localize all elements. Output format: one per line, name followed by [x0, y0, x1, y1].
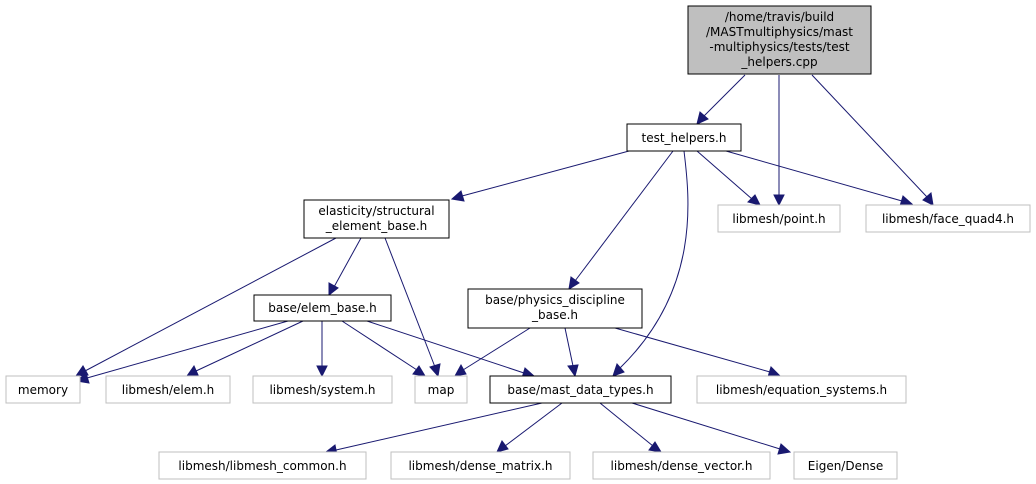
- root-file-node[interactable]: /home/travis/build /MASTmultiphysics/mas…: [687, 5, 872, 75]
- edge-arrowhead: [429, 363, 441, 378]
- edge-root-to-test-helpers: [703, 74, 746, 117]
- edge-elem-base-to-mast-data-types: [366, 320, 525, 374]
- node-structural-element-base-h[interactable]: elasticity/structural _element_base.h: [303, 199, 450, 239]
- edge-mast-data-types-to-dense-vector: [599, 402, 654, 447]
- edge-test-helpers-to-face-quad4: [725, 150, 903, 202]
- edge-arrowhead: [568, 276, 580, 290]
- node-test-helpers-h[interactable]: test_helpers.h: [626, 123, 742, 152]
- node-label: libmesh/face_quad4.h: [882, 212, 1014, 226]
- edge-elem-base-to-map: [341, 320, 418, 371]
- node-memory[interactable]: memory: [5, 375, 81, 404]
- edge-arrowhead: [773, 194, 785, 207]
- edge-elem-base-to-memory: [86, 320, 289, 379]
- edge-structural-element-base-to-elem-base: [333, 237, 362, 288]
- node-physics-discipline-base-h[interactable]: base/physics_discipline _base.h: [467, 288, 643, 329]
- node-label: map: [428, 383, 455, 397]
- node-label: libmesh/point.h: [732, 212, 825, 226]
- edge-structural-element-base-to-memory: [84, 237, 337, 372]
- node-libmesh-elem-h[interactable]: libmesh/elem.h: [105, 375, 231, 404]
- edge-arrowhead: [747, 194, 761, 206]
- node-label-line: _helpers.cpp: [740, 55, 817, 69]
- node-label: memory: [18, 383, 68, 397]
- node-libmesh-dense-matrix-h[interactable]: libmesh/dense_matrix.h: [390, 451, 571, 480]
- edge-test-helpers-to-point: [696, 150, 753, 200]
- edge-arrowhead: [328, 282, 339, 297]
- edge-test-helpers-to-mast-data-types: [619, 150, 689, 369]
- node-libmesh-point-h[interactable]: libmesh/point.h: [717, 204, 841, 233]
- edge-arrowhead: [316, 365, 328, 378]
- node-label: libmesh/dense_matrix.h: [408, 459, 552, 473]
- edge-arrowhead: [567, 364, 579, 378]
- node-label-line: /MASTmultiphysics/mast: [706, 25, 853, 39]
- edge-arrowhead: [454, 363, 467, 377]
- node-label: base/mast_data_types.h: [507, 383, 653, 397]
- node-libmesh-equation-systems-h[interactable]: libmesh/equation_systems.h: [696, 375, 907, 404]
- node-map[interactable]: map: [414, 375, 468, 404]
- node-label: libmesh/libmesh_common.h: [178, 459, 346, 473]
- node-libmesh-libmesh-common-h[interactable]: libmesh/libmesh_common.h: [158, 451, 367, 480]
- edge-arrowhead: [496, 440, 509, 453]
- edge-physics-discipline-base-to-mast-data-types: [564, 327, 574, 367]
- node-label-line: /home/travis/build: [725, 10, 834, 24]
- node-mast-data-types-h[interactable]: base/mast_data_types.h: [489, 375, 672, 404]
- node-label: libmesh/system.h: [269, 383, 375, 397]
- node-libmesh-face-quad4-h[interactable]: libmesh/face_quad4.h: [865, 204, 1031, 233]
- node-libmesh-system-h[interactable]: libmesh/system.h: [252, 375, 393, 404]
- edge-arrowhead: [412, 365, 426, 377]
- node-label: Eigen/Dense: [808, 459, 883, 473]
- edge-test-helpers-to-structural-element-base: [461, 150, 630, 197]
- edge-arrowhead: [612, 363, 625, 377]
- node-label: libmesh/equation_systems.h: [716, 383, 887, 397]
- edge-arrowhead: [777, 443, 792, 455]
- edge-elem-base-to-libmesh-elem: [195, 320, 304, 372]
- edge-mast-data-types-to-libmesh-common: [335, 402, 543, 451]
- node-label: test_helpers.h: [642, 131, 727, 145]
- node-label-line: elasticity/structural: [318, 204, 434, 218]
- edge-mast-data-types-to-dense-matrix: [504, 402, 563, 447]
- node-label-line: _element_base.h: [325, 219, 428, 233]
- edge-mast-data-types-to-eigen-dense: [631, 402, 781, 450]
- edge-arrowhead: [922, 192, 934, 206]
- node-label: base/elem_base.h: [268, 301, 376, 315]
- node-label-line: base/physics_discipline: [485, 293, 625, 307]
- node-label: libmesh/elem.h: [122, 383, 214, 397]
- node-elem-base-h[interactable]: base/elem_base.h: [253, 294, 392, 322]
- node-eigen-dense[interactable]: Eigen/Dense: [793, 451, 898, 480]
- edges: [74, 74, 934, 456]
- nodes: /home/travis/build /MASTmultiphysics/mas…: [5, 5, 1031, 480]
- edge-physics-discipline-base-to-equation-systems: [614, 327, 771, 373]
- edge-arrowhead: [696, 111, 709, 125]
- node-label: libmesh/dense_vector.h: [611, 459, 753, 473]
- edge-physics-discipline-base-to-map: [462, 327, 531, 371]
- edge-arrowhead: [185, 364, 199, 377]
- node-label-line: _base.h: [531, 308, 578, 322]
- edge-structural-element-base-to-map: [384, 237, 436, 368]
- edge-arrowhead: [450, 190, 465, 202]
- edge-test-helpers-to-physics-discipline-base: [574, 150, 674, 282]
- edge-arrowhead: [648, 441, 662, 453]
- node-label-line: -multiphysics/tests/test: [709, 40, 849, 54]
- edge-root-to-face-quad4: [811, 74, 928, 198]
- node-libmesh-dense-vector-h[interactable]: libmesh/dense_vector.h: [592, 451, 771, 480]
